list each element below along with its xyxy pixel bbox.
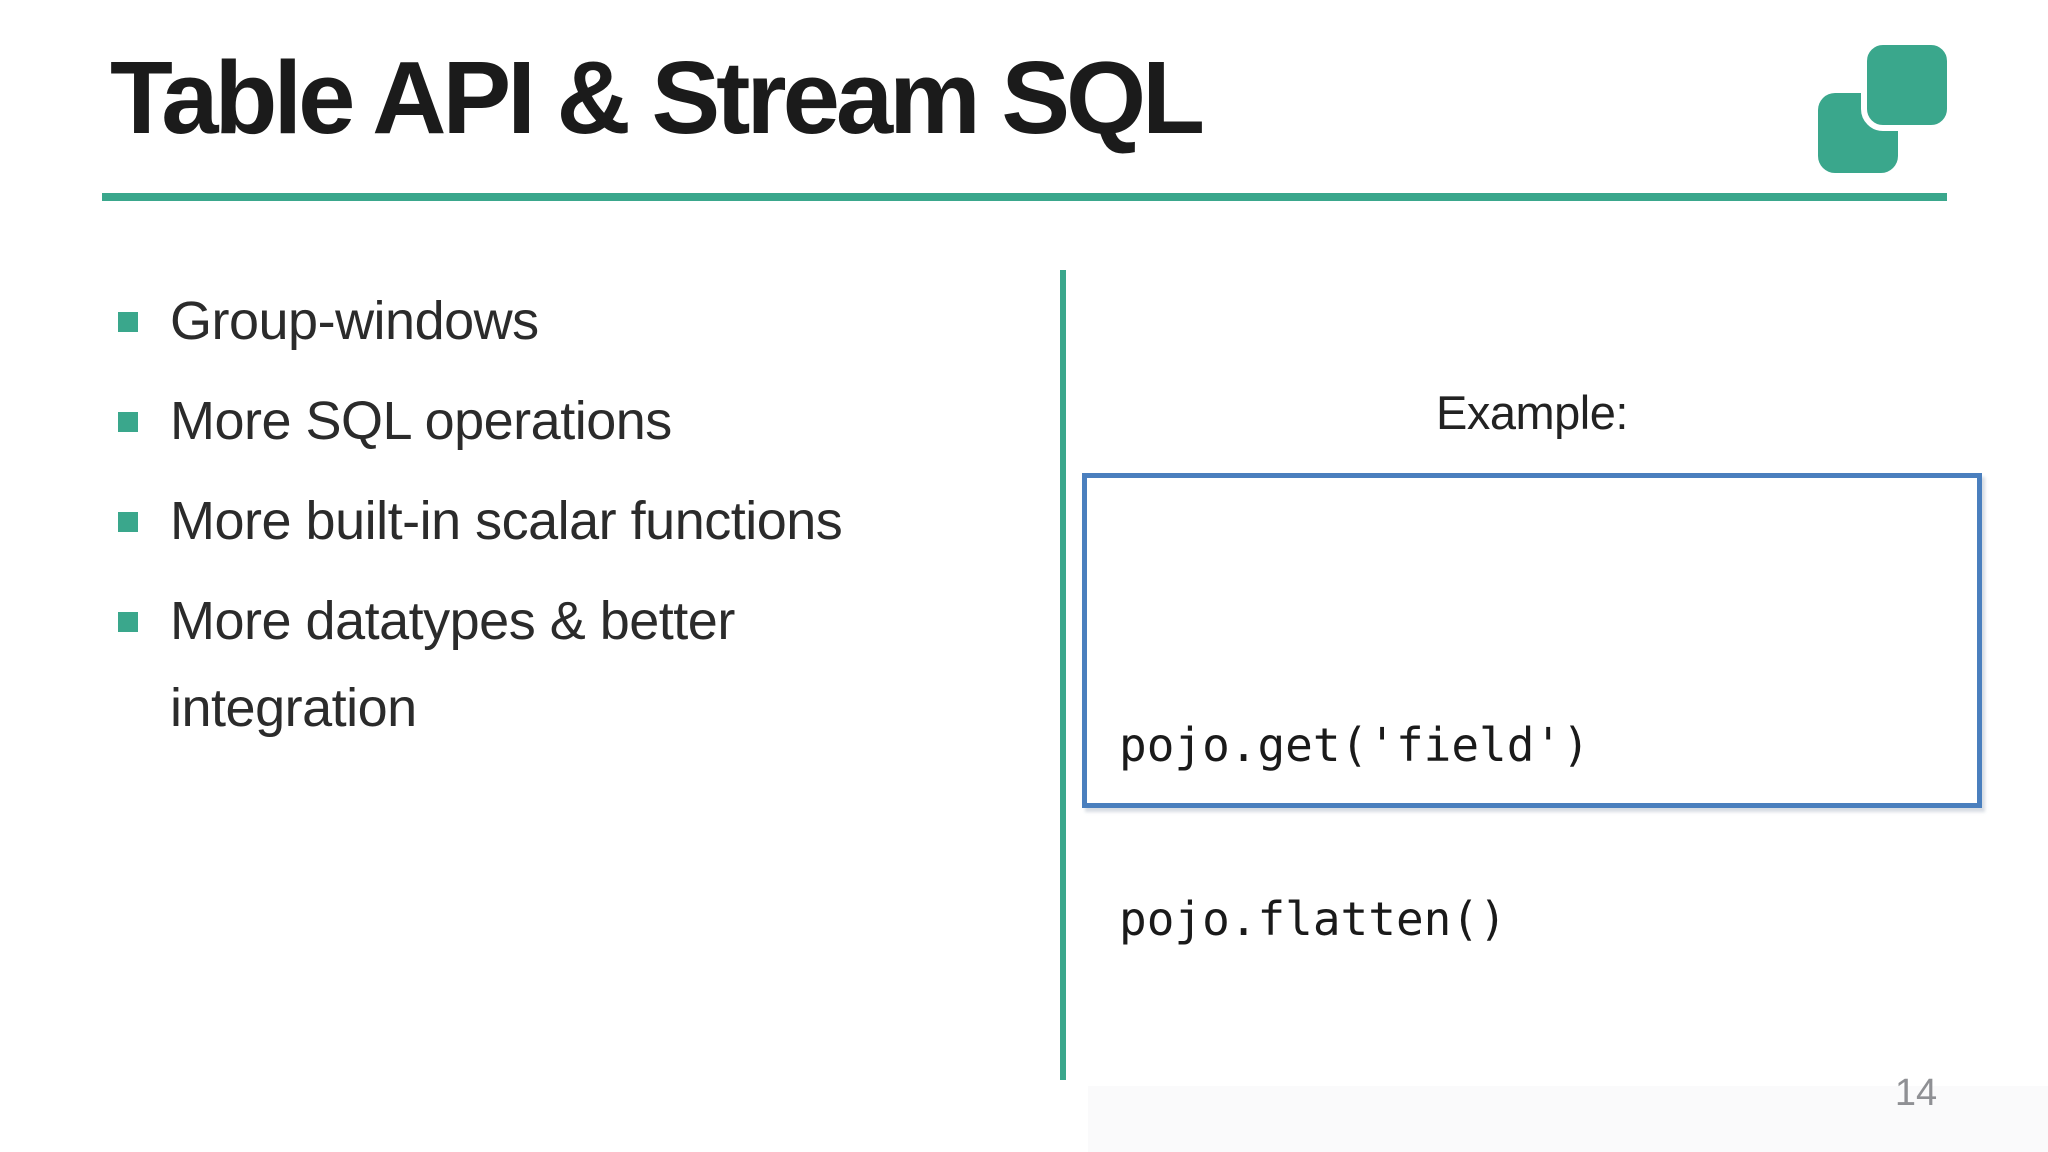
code-box: pojo.get('field') pojo.flatten() bbox=[1082, 473, 1982, 946]
logo-front-square bbox=[1861, 39, 1953, 131]
overlapping-squares-icon bbox=[1818, 39, 1953, 174]
example-label: Example: bbox=[1436, 386, 1628, 439]
list-item: More SQL operations bbox=[118, 378, 1018, 465]
bullet-text: More datatypes & better integration bbox=[170, 591, 735, 738]
bottom-band bbox=[1088, 1086, 2048, 1152]
bullet-text: More built-in scalar functions bbox=[170, 491, 843, 551]
page-number: 14 bbox=[1894, 1072, 1938, 1114]
code-line: pojo.get('field') bbox=[1119, 718, 1590, 772]
slide-title: Table API & Stream SQL bbox=[110, 40, 1205, 155]
bullet-square-icon bbox=[118, 512, 138, 532]
bullet-square-icon bbox=[118, 612, 138, 632]
bullet-text: Group-windows bbox=[170, 291, 539, 351]
bullet-square-icon bbox=[118, 312, 138, 332]
code-block: pojo.get('field') pojo.flatten() bbox=[1119, 600, 1590, 1064]
bullet-list: Group-windows More SQL operations More b… bbox=[118, 278, 1018, 765]
bullet-square-icon bbox=[118, 412, 138, 432]
title-underline bbox=[102, 193, 1947, 201]
vertical-divider bbox=[1060, 270, 1066, 1080]
list-item: More built-in scalar functions bbox=[118, 478, 1018, 565]
bullet-text: More SQL operations bbox=[170, 391, 672, 451]
list-item: More datatypes & better integration bbox=[118, 578, 1018, 752]
code-line: pojo.flatten() bbox=[1119, 892, 1507, 946]
list-item: Group-windows bbox=[118, 278, 1018, 365]
